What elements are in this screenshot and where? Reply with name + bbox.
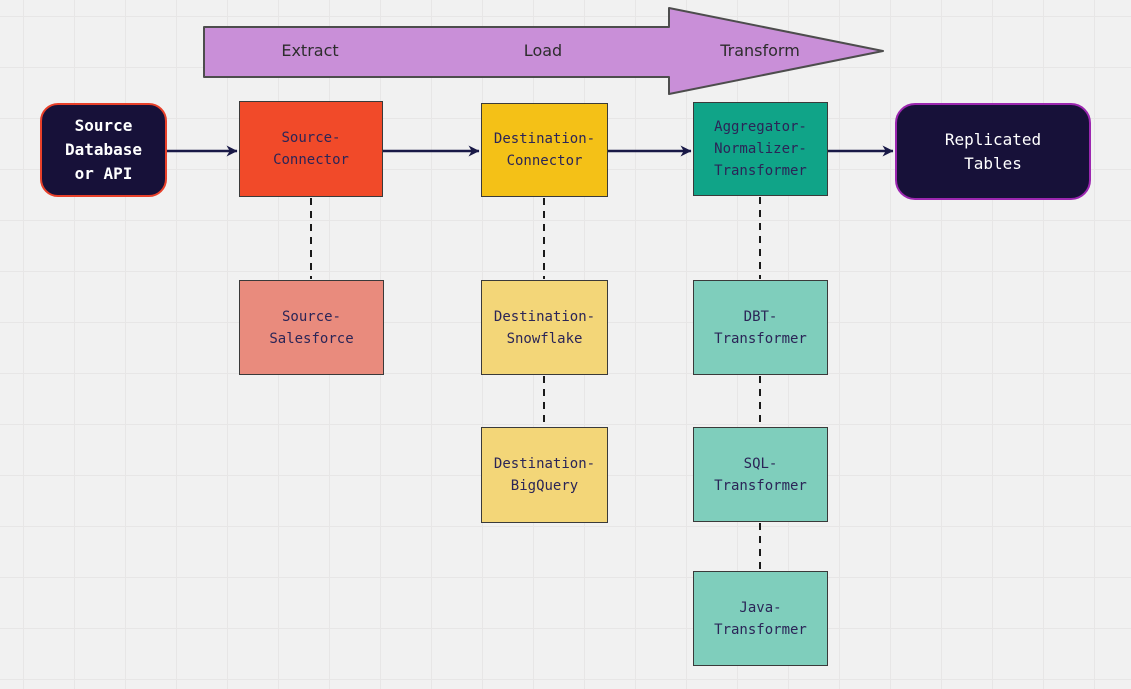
node-replicated-tables[interactable]: Replicated Tables [895, 103, 1091, 200]
phase-label-load: Load [523, 41, 563, 60]
node-source-connector-label: Source- Connector [273, 130, 349, 168]
node-aggregator-normalizer-transformer-label: Aggregator- Normalizer- Transformer [714, 119, 807, 179]
node-destination-connector[interactable]: Destination- Connector [481, 103, 608, 197]
node-java-transformer-label: Java- Transformer [714, 599, 807, 638]
node-source-salesforce-label: Source- Salesforce [269, 308, 354, 347]
node-source-salesforce[interactable]: Source- Salesforce [239, 280, 384, 375]
node-dbt-transformer-label: DBT- Transformer [714, 308, 807, 347]
node-replicated-tables-label: Replicated Tables [944, 129, 1042, 173]
node-destination-connector-label: Destination- Connector [493, 131, 596, 169]
node-sql-transformer-label: SQL- Transformer [714, 455, 807, 494]
node-destination-bigquery-label: Destination- BigQuery [493, 456, 596, 494]
node-source-database-or-api[interactable]: Source Database or API [40, 103, 167, 197]
node-destination-snowflake-label: Destination- Snowflake [493, 308, 596, 347]
node-dbt-transformer[interactable]: DBT- Transformer [693, 280, 828, 375]
node-destination-snowflake[interactable]: Destination- Snowflake [481, 280, 608, 375]
node-aggregator-normalizer-transformer[interactable]: Aggregator- Normalizer- Transformer [693, 102, 828, 196]
phase-label-extract: Extract [281, 41, 339, 60]
node-source-connector[interactable]: Source- Connector [239, 101, 383, 197]
node-source-database-or-api-label: Source Database or API [64, 116, 143, 183]
node-sql-transformer[interactable]: SQL- Transformer [693, 427, 828, 522]
phase-label-transform: Transform [720, 41, 800, 60]
node-java-transformer[interactable]: Java- Transformer [693, 571, 828, 666]
node-destination-bigquery[interactable]: Destination- BigQuery [481, 427, 608, 523]
